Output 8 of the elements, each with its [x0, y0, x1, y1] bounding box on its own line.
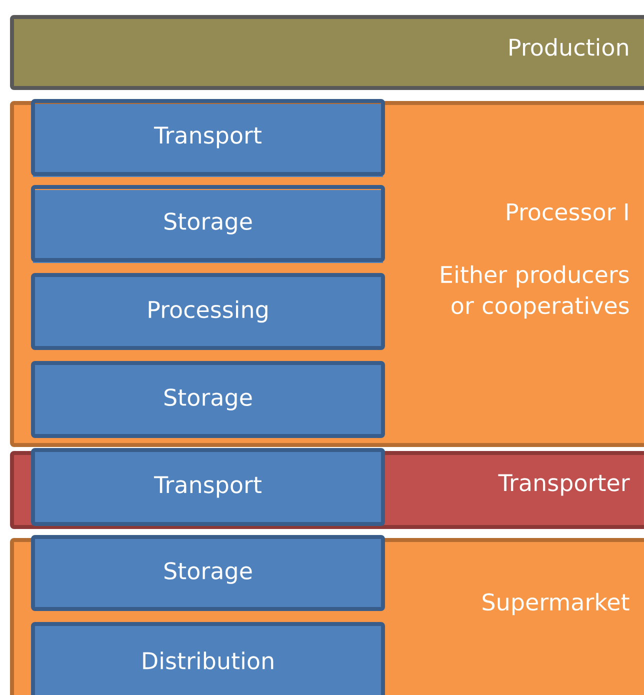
- step-box: Transport: [31, 448, 385, 526]
- step-box: Storage: [31, 361, 385, 438]
- step-box: Transport: [31, 99, 385, 177]
- step-box: Storage: [31, 535, 385, 611]
- step-box: Distribution: [31, 622, 385, 695]
- step-box: Processing: [31, 273, 385, 350]
- step-box: Storage: [31, 185, 385, 263]
- band: Production: [10, 15, 644, 90]
